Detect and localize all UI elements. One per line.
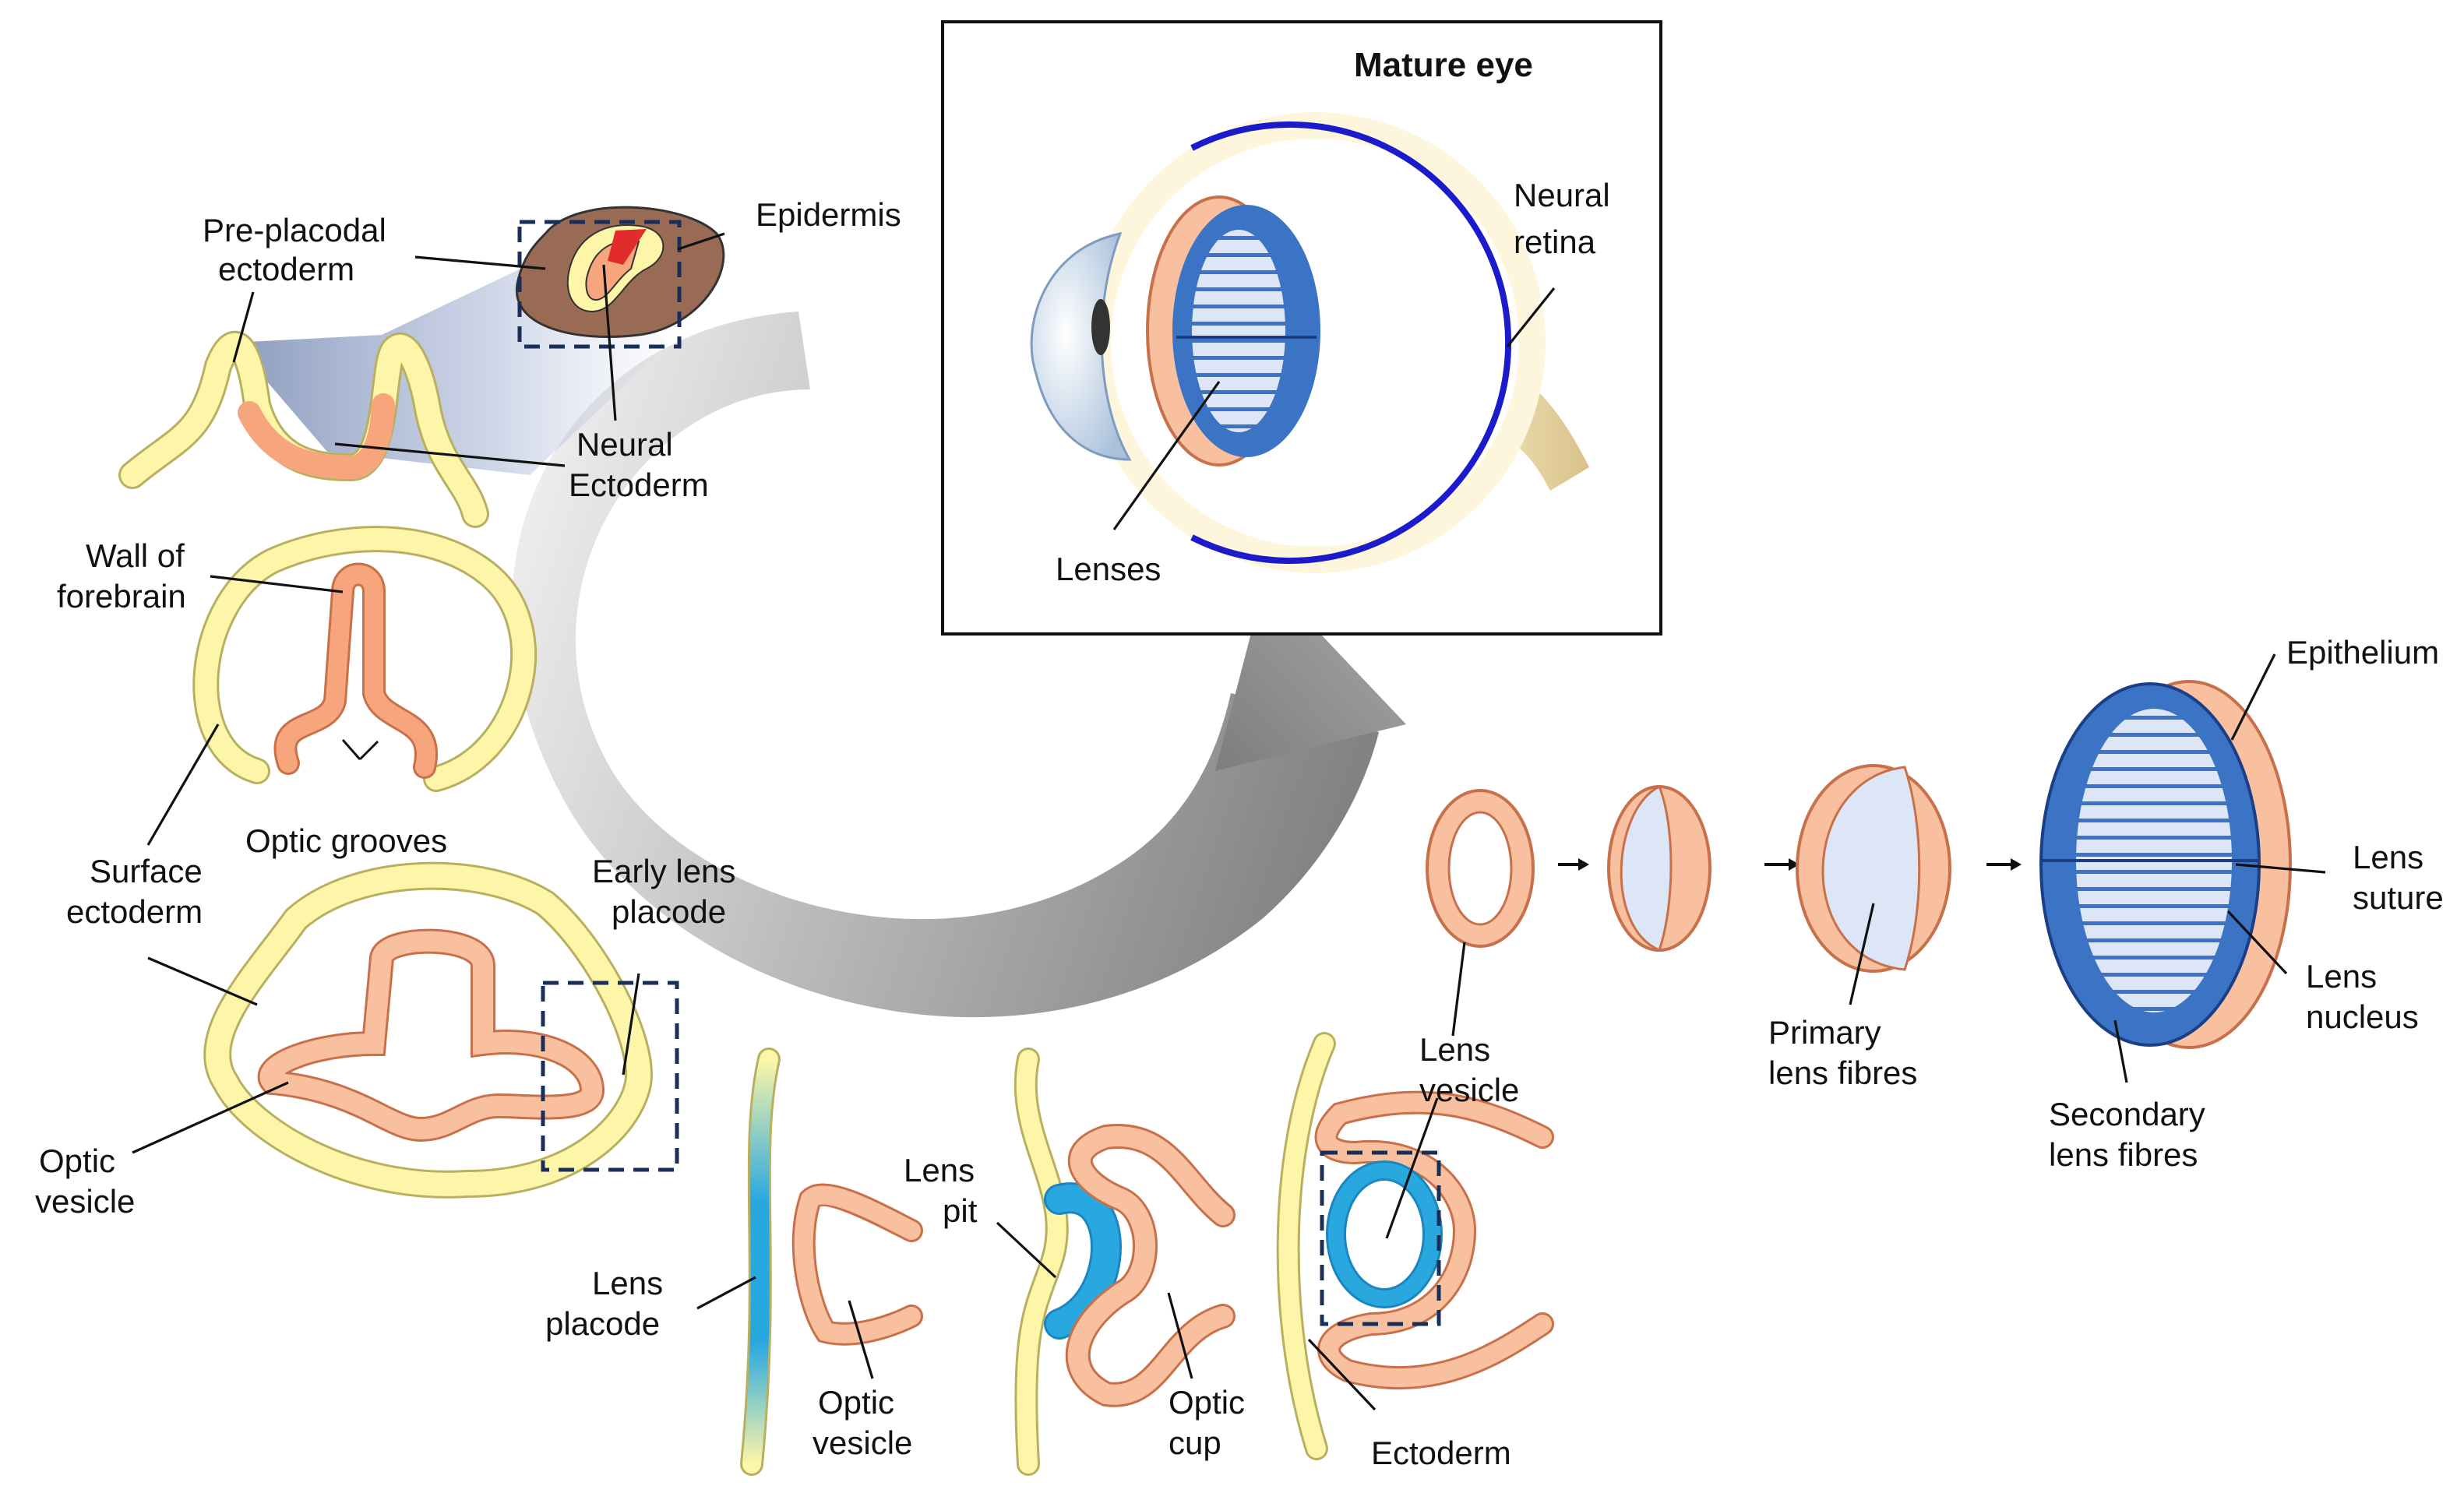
label-neural-ectoderm-1: Neural xyxy=(576,426,673,463)
groove-arrows xyxy=(341,739,379,761)
lens-development-series xyxy=(1426,680,2292,1049)
label-optic-vesicle-1a: Optic xyxy=(39,1143,115,1179)
label-lenses: Lenses xyxy=(1056,551,1161,587)
mature-eye-panel: Mature eye xyxy=(941,20,1662,636)
label-optic-cup-1: Optic xyxy=(1169,1384,1245,1421)
label-early-lens-placode-1: Early lens xyxy=(592,853,735,889)
label-pre-placodal-1: Pre-placodal xyxy=(203,212,386,248)
label-optic-grooves: Optic grooves xyxy=(245,822,447,859)
label-optic-vesicle-2b: vesicle xyxy=(813,1424,912,1461)
label-lens-nucleus-1: Lens xyxy=(2306,958,2377,995)
label-optic-vesicle-1b: vesicle xyxy=(35,1183,135,1220)
lens-fibres xyxy=(1192,230,1285,432)
label-primary-lens-fibres-1: Primary xyxy=(1768,1014,1881,1051)
label-lens-nucleus-2: nucleus xyxy=(2306,998,2419,1035)
label-primary-lens-fibres-2: lens fibres xyxy=(1768,1055,1917,1091)
label-lens-vesicle-1: Lens xyxy=(1419,1031,1490,1068)
label-secondary-lens-fibres-2: lens fibres xyxy=(2049,1136,2198,1173)
label-surface-ectoderm-1: Surface xyxy=(90,853,203,889)
label-lens-vesicle-2: vesicle xyxy=(1419,1072,1519,1108)
dashed-box-2 xyxy=(541,981,679,1172)
optic-vesicle-stage xyxy=(203,861,679,1199)
mature-eye-title: Mature eye xyxy=(1354,46,1533,84)
dashed-box-3 xyxy=(1320,1150,1441,1326)
leader-lines xyxy=(132,232,2326,1411)
label-lens-suture-1: Lens xyxy=(2353,839,2423,875)
label-wall-forebrain-2: forebrain xyxy=(57,578,186,614)
label-early-lens-placode-2: placode xyxy=(612,893,726,930)
lens-vesicle-stage xyxy=(1276,1032,1554,1460)
label-lens-placode-1: Lens xyxy=(592,1265,663,1301)
label-ectoderm: Ectoderm xyxy=(1371,1435,1511,1471)
label-epidermis: Epidermis xyxy=(756,196,901,233)
pupil xyxy=(1091,299,1110,355)
label-epithelium: Epithelium xyxy=(2286,634,2439,671)
dashed-box-1 xyxy=(517,220,682,349)
label-lens-pit-2: pit xyxy=(943,1192,978,1229)
labels: Pre-placodal ectoderm Epidermis Neural E… xyxy=(35,177,2444,1471)
label-neural-retina-1: Neural xyxy=(1514,177,1610,213)
forebrain-stage xyxy=(192,526,538,792)
label-lens-placode-2: placode xyxy=(545,1305,660,1342)
label-neural-ectoderm-2: Ectoderm xyxy=(569,467,709,503)
lens-pit-stage xyxy=(1013,1048,1236,1476)
label-optic-vesicle-2a: Optic xyxy=(818,1384,894,1421)
neural-retina-arc xyxy=(1190,121,1512,564)
label-neural-retina-2: retina xyxy=(1514,224,1596,260)
neural-plate-stage xyxy=(118,206,725,528)
label-wall-forebrain-1: Wall of xyxy=(86,537,185,574)
label-pre-placodal-2: ectoderm xyxy=(218,251,354,287)
embryo-disc xyxy=(515,206,725,349)
label-optic-cup-2: cup xyxy=(1169,1424,1221,1461)
label-surface-ectoderm-2: ectoderm xyxy=(66,893,203,930)
label-lens-suture-2: suture xyxy=(2353,879,2444,916)
lens-placode-stage xyxy=(740,1048,923,1476)
label-lens-pit-1: Lens xyxy=(904,1152,975,1188)
label-secondary-lens-fibres-1: Secondary xyxy=(2049,1096,2205,1132)
